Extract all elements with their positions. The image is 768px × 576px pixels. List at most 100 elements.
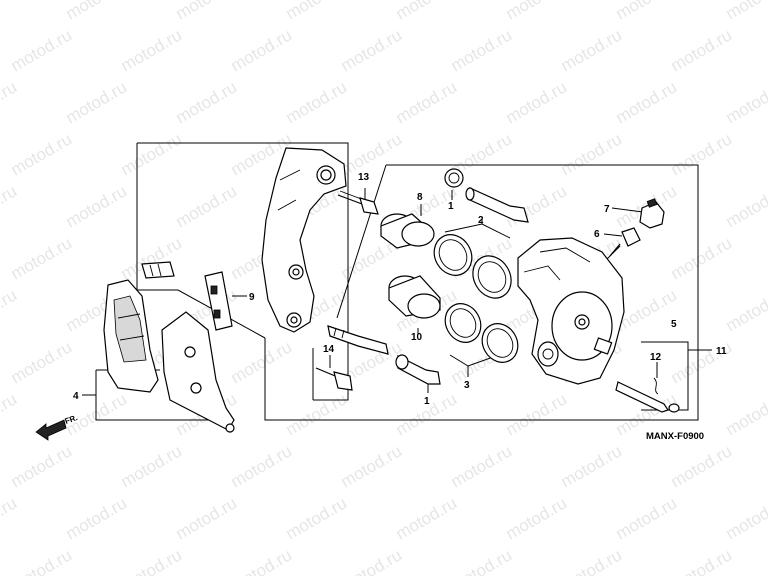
watermark-text: motod.ru: [173, 181, 241, 231]
piston-upper: [380, 213, 435, 249]
callout-1-bottom: 1: [424, 396, 430, 407]
callout-13: 13: [358, 172, 370, 183]
watermark-text: motod.ru: [723, 77, 768, 127]
watermark-text: motod.ru: [0, 389, 20, 439]
watermark-text: motod.ru: [0, 0, 20, 23]
watermark-text: motod.ru: [503, 493, 571, 543]
watermark-text: motod.ru: [0, 493, 20, 543]
watermark-text: motod.ru: [393, 493, 461, 543]
bolt-13: [337, 190, 379, 215]
callout-8: 8: [417, 192, 423, 203]
watermark-text: motod.ru: [0, 285, 20, 335]
watermark-text: motod.ru: [723, 181, 768, 231]
callout-labels: 1 1 2 3 4 5 6 7 8 9 10 11 12 13 14: [73, 172, 727, 407]
watermark-text: motod.ru: [283, 389, 351, 439]
watermark-text: motod.ru: [118, 129, 186, 179]
watermark-text: motod.ru: [228, 25, 296, 75]
callout-1-top: 1: [448, 201, 454, 212]
slide-pin-upper: [444, 168, 529, 223]
watermark-text: motod.ru: [503, 77, 571, 127]
pin-bolt: [327, 325, 389, 355]
callout-12: 12: [650, 352, 662, 363]
callout-4: 4: [73, 391, 79, 402]
watermark-text: motod.ru: [723, 493, 768, 543]
watermark-text: motod.ru: [0, 181, 20, 231]
watermark-text: motod.ru: [558, 545, 626, 576]
watermark-text: motod.ru: [613, 0, 681, 23]
direction-label: FR.: [64, 413, 79, 426]
watermark-text: motod.ru: [283, 0, 351, 23]
watermark-text: motod.ru: [723, 389, 768, 439]
pad-shim: [141, 261, 175, 279]
callout-3: 3: [464, 380, 470, 391]
watermark-text: motod.ru: [118, 25, 186, 75]
watermark-text: motod.ru: [448, 441, 516, 491]
watermark-text: motod.ru: [118, 441, 186, 491]
bleeder-valve: [609, 227, 641, 257]
brake-pad-rear: [161, 311, 235, 433]
watermark-text: motod.ru: [668, 441, 736, 491]
watermark-text: motod.ru: [8, 25, 76, 75]
watermark-text: motod.ru: [228, 441, 296, 491]
watermark-text: motod.ru: [723, 0, 768, 23]
watermark-text: motod.ru: [8, 441, 76, 491]
watermark-text: motod.ru: [283, 77, 351, 127]
watermark-text: motod.ru: [393, 0, 461, 23]
watermark-text: motod.ru: [338, 545, 406, 576]
callout-11: 11: [716, 346, 727, 357]
brake-pad-front: [103, 279, 159, 393]
caliper-body: [517, 237, 625, 385]
callout-6: 6: [594, 229, 600, 240]
slide-pin-lower: [395, 354, 441, 385]
watermark-text: motod.ru: [118, 545, 186, 576]
watermark-text: motod.ru: [173, 0, 241, 23]
watermark-text: motod.ru: [503, 389, 571, 439]
watermark-text: motod.ru: [668, 129, 736, 179]
pad-pin: [615, 377, 680, 413]
watermark-text: motod.ru: [63, 0, 131, 23]
watermark-text: motod.ru: [393, 77, 461, 127]
watermark-text: motod.ru: [63, 181, 131, 231]
watermark-text: motod.ru: [0, 77, 20, 127]
callout-14: 14: [323, 344, 335, 355]
watermark-text: motod.ru: [558, 441, 626, 491]
pad-spring: [204, 271, 233, 331]
watermark-text: motod.ru: [558, 129, 626, 179]
front-direction-arrow: FR.: [35, 413, 79, 441]
watermark-text: motod.ru: [8, 337, 76, 387]
watermark-text: motod.ru: [723, 285, 768, 335]
watermark-text: motod.ru: [558, 25, 626, 75]
watermark-text: motod.ru: [668, 337, 736, 387]
watermark-text: motod.ru: [228, 337, 296, 387]
diagram-code: MANX-F0900: [646, 431, 704, 442]
watermark-text: motod.ru: [283, 493, 351, 543]
watermark-text: motod.ru: [63, 493, 131, 543]
callout-2: 2: [478, 215, 484, 226]
piston-seals: [433, 234, 519, 363]
watermark-text: motod.ru: [338, 25, 406, 75]
watermark-text: motod.ru: [228, 545, 296, 576]
piston-lower: [388, 275, 441, 319]
callout-5: 5: [671, 319, 677, 330]
watermark-text: motod.ru: [63, 77, 131, 127]
watermark-text: motod.ru: [668, 233, 736, 283]
bolt-14: [315, 367, 353, 391]
bleeder-cap: [639, 198, 665, 229]
callout-9: 9: [249, 292, 255, 303]
watermark-text: motod.ru: [173, 493, 241, 543]
watermark-text: motod.ru: [8, 545, 76, 576]
watermark-text: motod.ru: [8, 233, 76, 283]
watermark-text: motod.ru: [613, 493, 681, 543]
watermark-text: motod.ru: [8, 129, 76, 179]
watermark-text: motod.ru: [668, 25, 736, 75]
callout-7: 7: [604, 204, 610, 215]
watermark-text: motod.ru: [668, 545, 736, 576]
callout-10: 10: [411, 332, 423, 343]
watermark-text: motod.ru: [448, 545, 516, 576]
watermark-text: motod.ru: [503, 0, 571, 23]
watermark-text: motod.ru: [173, 77, 241, 127]
caliper-bracket: [261, 147, 347, 333]
watermark-text: motod.ru: [448, 25, 516, 75]
